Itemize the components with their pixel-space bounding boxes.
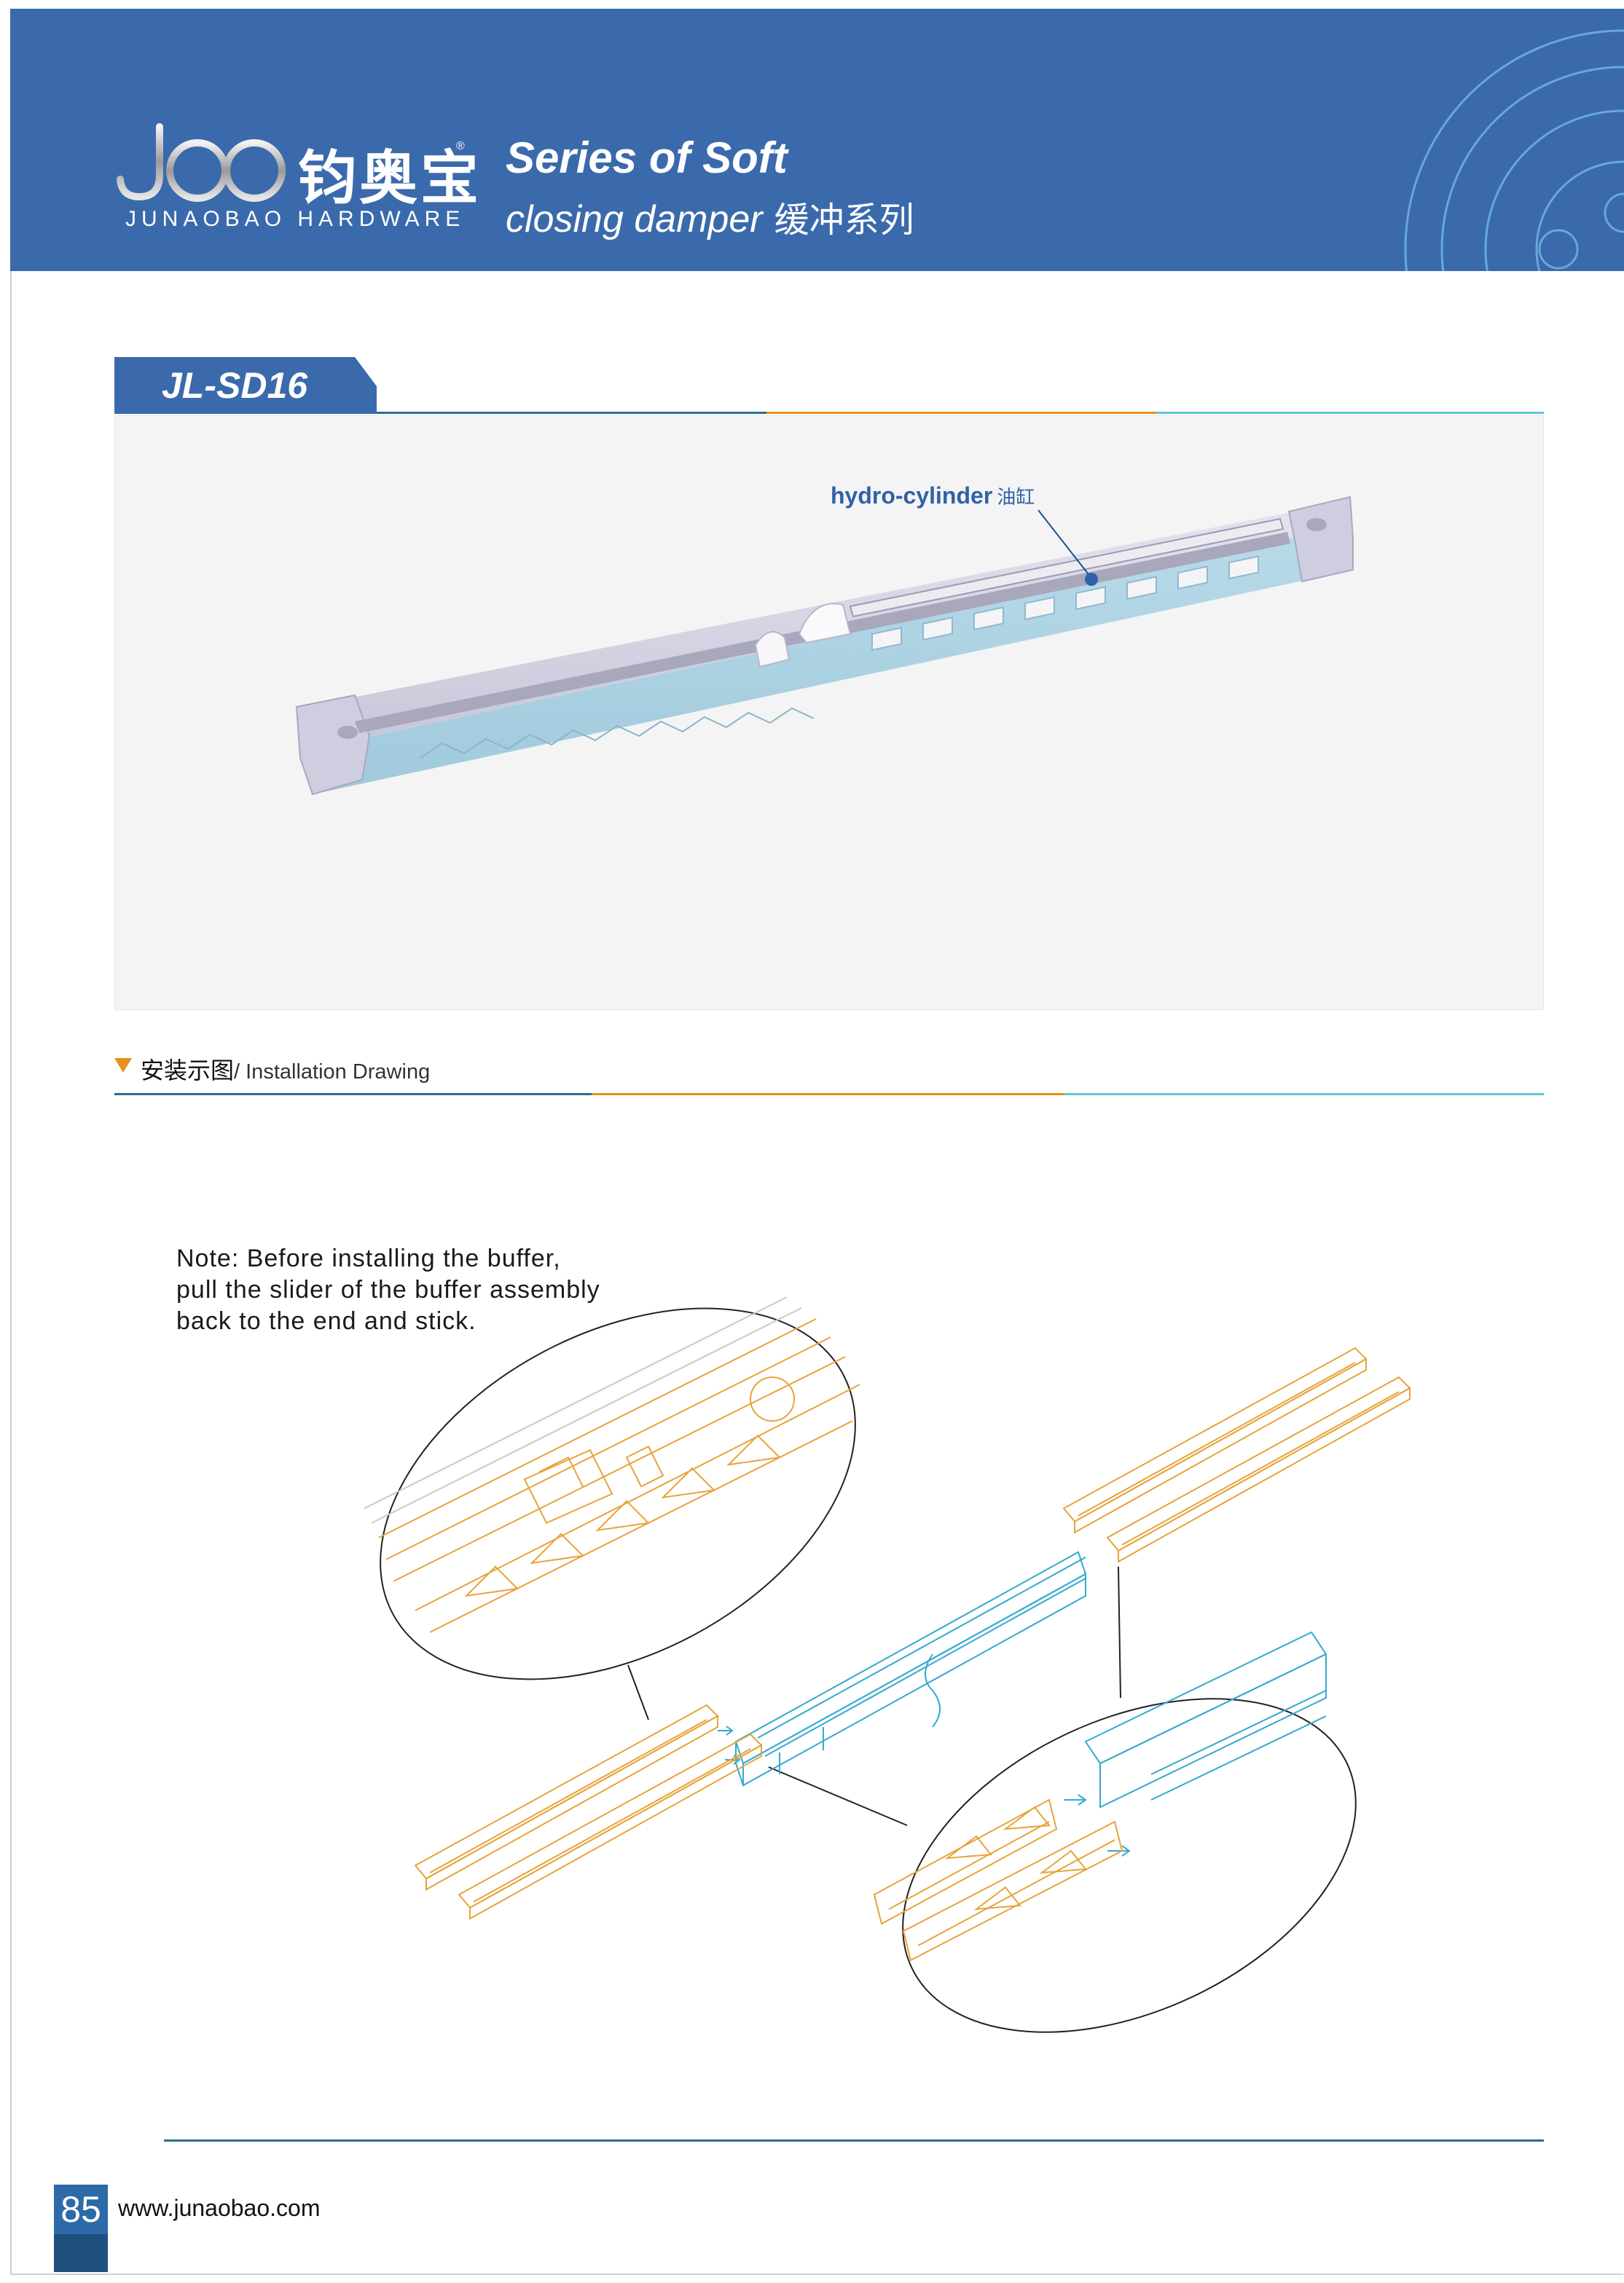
damper-pair-left: [414, 1704, 763, 1920]
zoom-detail-slider: [364, 1296, 860, 1680]
model-tab: [114, 357, 377, 414]
section-title-en: / Installation Drawing: [234, 1060, 431, 1084]
damper-product-image: [295, 496, 1354, 796]
header-banner: 钧奥宝 ® JUNAOBAO HARDWARE Series of Soft c…: [10, 9, 1624, 271]
installation-drawing: [364, 1296, 1411, 2033]
section-marker-icon: [114, 1058, 132, 1073]
decorative-circles-icon: [1404, 29, 1624, 271]
section-title-cn: 安装示图: [141, 1057, 235, 1084]
footer-rule: [164, 2139, 1544, 2142]
page-number: 85: [60, 2189, 101, 2230]
series-subtitle-en: closing damper: [506, 198, 763, 240]
model-number: JL-SD16: [162, 365, 308, 406]
rule-dark: [377, 412, 766, 414]
note-line: pull the slider of the buffer assembly: [176, 1276, 600, 1304]
page-number-box: [54, 2185, 108, 2272]
registered-mark: ®: [456, 140, 465, 152]
series-subtitle-cn: 缓冲系列: [774, 200, 914, 240]
brand-english-name: JUNAOBAO HARDWARE: [125, 207, 466, 231]
junaobao-logo-icon: [117, 123, 286, 202]
section-rule-orange: [592, 1093, 1065, 1095]
series-subtitle: closing damper 缓冲系列: [506, 191, 914, 242]
section-title: 安装示图/ Installation Drawing: [141, 1052, 430, 1086]
callout-en: hydro-cylinder: [831, 482, 993, 509]
rule-orange: [766, 412, 1156, 414]
page-border: [10, 9, 1623, 2275]
zoom-detail-assembly: [873, 1631, 1357, 2033]
note-line: Note: Before installing the buffer,: [176, 1245, 561, 1272]
note-line: back to the end and stick.: [176, 1307, 476, 1335]
installation-note: Note: Before installing the buffer, pull…: [176, 1243, 730, 1337]
damper-pair-right: [1062, 1347, 1411, 1563]
series-title: Series of Soft: [506, 133, 788, 182]
brand-chinese-name: 钧奥宝: [298, 144, 482, 212]
callout-cn: 油缸: [997, 487, 1035, 509]
website-link[interactable]: www.junaobao.com: [118, 2195, 321, 2221]
section-rule-dark: [114, 1093, 592, 1095]
rule-teal: [1156, 412, 1544, 414]
aluminium-track: [734, 1551, 1087, 1787]
section-rule-teal: [1065, 1093, 1544, 1095]
